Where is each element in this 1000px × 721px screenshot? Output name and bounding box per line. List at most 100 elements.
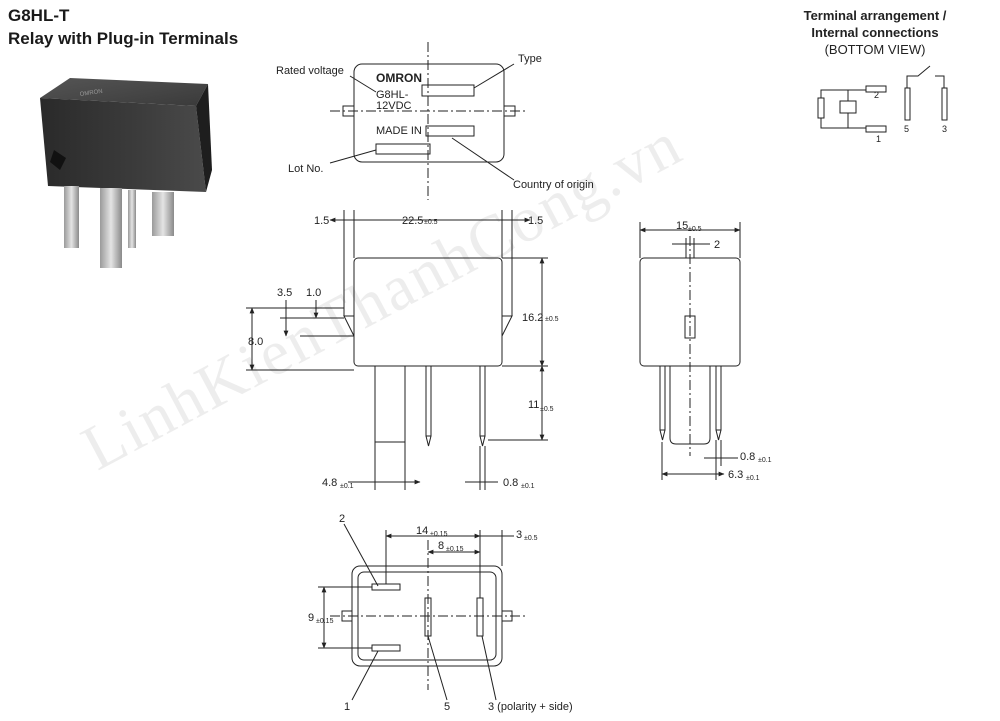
front-wide-pin [374, 365, 406, 443]
dim-height-16-2: 16.2 [522, 312, 543, 324]
dim-width-22-5: 22.5 [402, 215, 423, 227]
dim-left-1-5: 1.5 [314, 215, 329, 227]
relay-side-face [196, 84, 212, 192]
pin2-leader [343, 523, 379, 587]
dim-side-0-8-tol: ±0.1 [758, 457, 772, 464]
relay-pin-3 [128, 190, 136, 248]
switch-arm [906, 65, 931, 88]
coil-wire-bottom [820, 113, 849, 129]
dim-6-3-tol: ±0.1 [746, 475, 760, 482]
type-label: Type [518, 53, 542, 65]
omron-brand: OMRON [376, 71, 422, 85]
switch-contact [935, 75, 945, 88]
dim-9-tol: ±0.15 [316, 618, 334, 625]
dim-3-5: 3.5 [277, 287, 292, 299]
dim-right-1-5: 1.5 [528, 215, 543, 227]
dim-8-0: 8.0 [248, 336, 263, 348]
schematic-pin-5 [904, 87, 911, 121]
side-thin-pin-left [659, 365, 666, 431]
dim-2: 2 [714, 239, 720, 251]
page-title: G8HL-T Relay with Plug-in Terminals [8, 4, 238, 50]
dim-15: 15 [676, 220, 688, 232]
bottom-pin-1 [371, 644, 401, 652]
front-thin-pin-2 [479, 365, 486, 437]
dim-9: 9 [308, 612, 314, 624]
relay-photo: OMRON [40, 78, 212, 268]
front-thin-pin-1-tip [425, 435, 432, 447]
country-of-origin-label: Country of origin [513, 179, 594, 191]
dim-3: 3 [516, 529, 522, 541]
terminal-arrangement-title: Terminal arrangement / Internal connecti… [780, 7, 970, 58]
dim-8: 8 [438, 540, 444, 552]
type-leader [473, 63, 515, 89]
side-thin-pin-right [715, 365, 722, 431]
pin-1-label: 1 [344, 701, 350, 713]
front-thin-pin-2-tip [479, 435, 486, 447]
model-subtitle: Relay with Plug-in Terminals [8, 29, 239, 48]
dim-side-0-8: 0.8 [740, 451, 755, 463]
dim-0-8: 0.8 [503, 477, 518, 489]
top-left-tab [342, 105, 355, 117]
dim-14-tol: ±0.15 [430, 531, 448, 538]
pin5-leader [427, 635, 448, 701]
terminal-1-label: 1 [876, 134, 881, 144]
front-thin-pin-1 [425, 365, 432, 437]
schematic-pin-3 [941, 87, 948, 121]
coil-wire-top [820, 89, 849, 101]
dim-3-tol: ±0.5 [524, 535, 538, 542]
pin3-leader [481, 635, 497, 701]
relay-pin-1 [64, 186, 79, 248]
bottom-pin-2 [371, 583, 401, 591]
model-marking: G8HL- [376, 89, 409, 101]
side-view [639, 222, 741, 480]
lot-no-label: Lot No. [288, 163, 323, 175]
voltage-marking: 12VDC [376, 100, 412, 112]
schematic-pin-2 [865, 85, 887, 93]
schematic-pin-1 [865, 125, 887, 133]
front-left-clip [343, 315, 355, 337]
country-leader [451, 137, 515, 181]
diode-symbol [817, 97, 825, 119]
model-name: G8HL-T [8, 6, 70, 25]
relay-front-face [40, 98, 206, 192]
pin-2-label: 2 [339, 513, 345, 525]
dim-8-tol: ±0.15 [446, 546, 464, 553]
relay-pin-2 [100, 188, 122, 268]
dim-15-tol: ±0.5 [688, 226, 702, 233]
front-view [246, 210, 548, 490]
top-right-tab [503, 105, 516, 117]
dim-pin-11: 11 [528, 399, 539, 411]
relay-top-face [40, 78, 208, 106]
dim-4-8: 4.8 [322, 477, 337, 489]
relay-pin-4 [152, 192, 174, 236]
dim-height-tol: ±0.5 [545, 316, 559, 323]
side-wide-pin [669, 366, 711, 445]
side-clip [684, 315, 696, 339]
dim-1-0: 1.0 [306, 287, 321, 299]
dim-pin-tol: ±0.5 [540, 406, 554, 413]
front-body-outline [353, 257, 503, 367]
dim-width-tol: ±0.5 [424, 219, 438, 226]
terminal-schematic [817, 65, 948, 133]
dim-6-3: 6.3 [728, 469, 743, 481]
dim-14: 14 [416, 525, 428, 537]
bottom-pin-3 [476, 597, 484, 637]
pin-3-label: 3 (polarity + side) [488, 701, 573, 713]
pin1-leader [351, 650, 379, 701]
dim-4-8-tol: ±0.1 [340, 483, 354, 490]
relay-photo-print: OMRON [79, 89, 103, 98]
coil-symbol [839, 100, 857, 114]
top-view [329, 42, 526, 200]
type-box [421, 84, 475, 97]
side-thin-pin-left-tip [659, 429, 666, 441]
relay-clip [50, 150, 66, 170]
terminal-2-label: 2 [874, 90, 879, 100]
terminal-title-line2: Internal connections [811, 25, 939, 40]
lot-leader [329, 149, 377, 164]
lot-box [375, 143, 431, 155]
bottom-view [318, 523, 526, 701]
made-in-marking: MADE IN [376, 125, 422, 137]
terminal-title-line3: (BOTTOM VIEW) [824, 42, 926, 57]
rated-voltage-leader [349, 75, 377, 93]
